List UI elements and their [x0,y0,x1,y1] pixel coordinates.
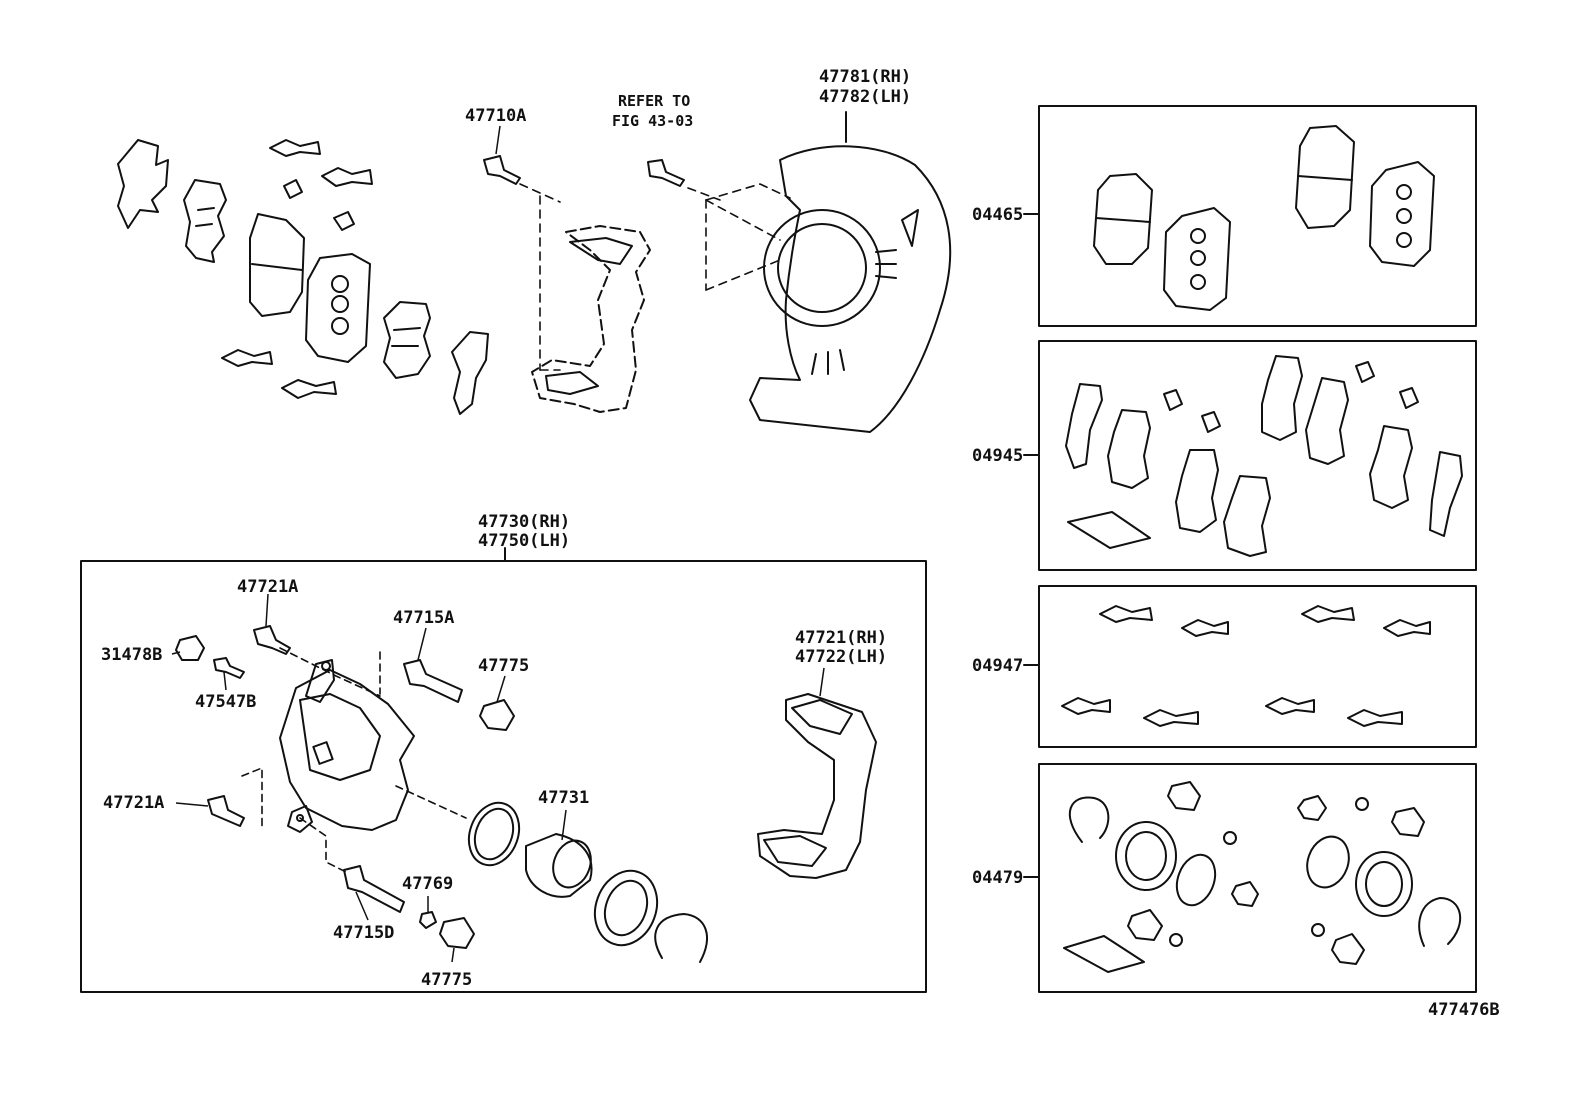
label-47710a: 47710A [465,106,526,126]
mounting-bracket-assy [757,693,877,879]
label-bush-top: 47775 [478,656,529,676]
label-kit-seals: 04479 [972,868,1023,888]
label-refer-line1: REFER TO [618,92,690,110]
label-pin-top: 47715A [393,608,454,628]
kit-pad-1 [1093,173,1153,265]
kit-pad-3 [1295,125,1355,229]
grease-packet [1067,511,1151,549]
guide-pin-bottom-icon [343,865,405,913]
label-shield-lh: 47782(LH) [819,87,911,107]
brake-pad-inner [305,253,371,363]
piston-boot [593,869,659,947]
clip-bottom-1 [221,349,273,367]
clip-top-1 [269,139,321,157]
label-pin-bottom: 47715D [333,923,394,943]
label-cap: 47769 [402,874,453,894]
caliper-bolt-top-icon [253,625,291,655]
label-bolt-top: 47721A [237,577,298,597]
kit-pad-4 [1369,161,1435,267]
bushing-bottom-icon [439,917,475,949]
clip-top-2 [321,167,373,187]
label-shield-rh: 47781(RH) [819,67,911,87]
label-kit-shims: 04945 [972,446,1023,466]
caliper-piston [525,833,593,898]
label-refer-line2: FIG 43-03 [612,112,693,130]
clip-small-1 [283,179,303,199]
caliper-assembly-frame [80,560,927,993]
label-kit-springs: 04947 [972,656,1023,676]
dust-shield [749,111,952,433]
label-caliper-rh: 47730(RH) [478,512,570,532]
pad-shim-exploded-group [117,139,489,415]
caliper-bolt-mid-icon [207,795,245,827]
label-piston: 47731 [538,788,589,808]
label-dust-boot: 31478B [101,645,162,665]
brake-pad-outer [249,213,305,317]
dust-shield-hub [763,209,881,327]
bleeder-plug-icon [213,657,245,679]
label-bolt-mid: 47721A [103,793,164,813]
label-kit-pads: 04465 [972,205,1023,225]
bushing-top-icon [479,699,515,731]
bushing-cap-icon [419,911,437,929]
shim-inner-left [183,179,227,263]
label-mount-lh: 47722(LH) [795,647,887,667]
mounting-bolts-and-bracket [483,155,791,413]
caliper-body [279,669,415,831]
kit-pad-2 [1163,207,1231,311]
label-bush-bottom: 47775 [421,970,472,990]
label-bleeder: 47547B [195,692,256,712]
caliper-assembly [80,547,927,993]
label-mount-rh: 47721(RH) [795,628,887,648]
grease-packet-2 [1063,935,1145,973]
kit-shims-box [1023,340,1477,571]
mounting-bracket [531,225,651,413]
refer-bolt-icon [647,159,685,187]
kit-springs-box [1023,585,1477,748]
label-caliper-lh: 47750(LH) [478,531,570,551]
piston-seal-ring [467,801,521,867]
slide-arm-bottom [287,805,313,833]
clip-bottom-2 [281,379,337,399]
shim-outer-right [451,331,489,415]
boot-set-ring [654,913,708,963]
shim-outer-left [117,139,169,229]
slide-arm-top [305,659,335,703]
guide-pin-top-icon [403,659,463,703]
figure-id: 477476B [1428,1000,1500,1020]
shim-inner-right [383,301,431,379]
retainer-bolt-icon [483,155,521,185]
dust-shield-outline [749,145,952,433]
kit-seals-box [1023,763,1477,993]
kit-pads-box [1023,105,1477,327]
part-labels: 47710A REFER TO FIG 43-03 47781(RH) 4778… [101,67,1500,1020]
clip-small-2 [333,211,355,231]
dust-boot-icon [175,635,205,661]
